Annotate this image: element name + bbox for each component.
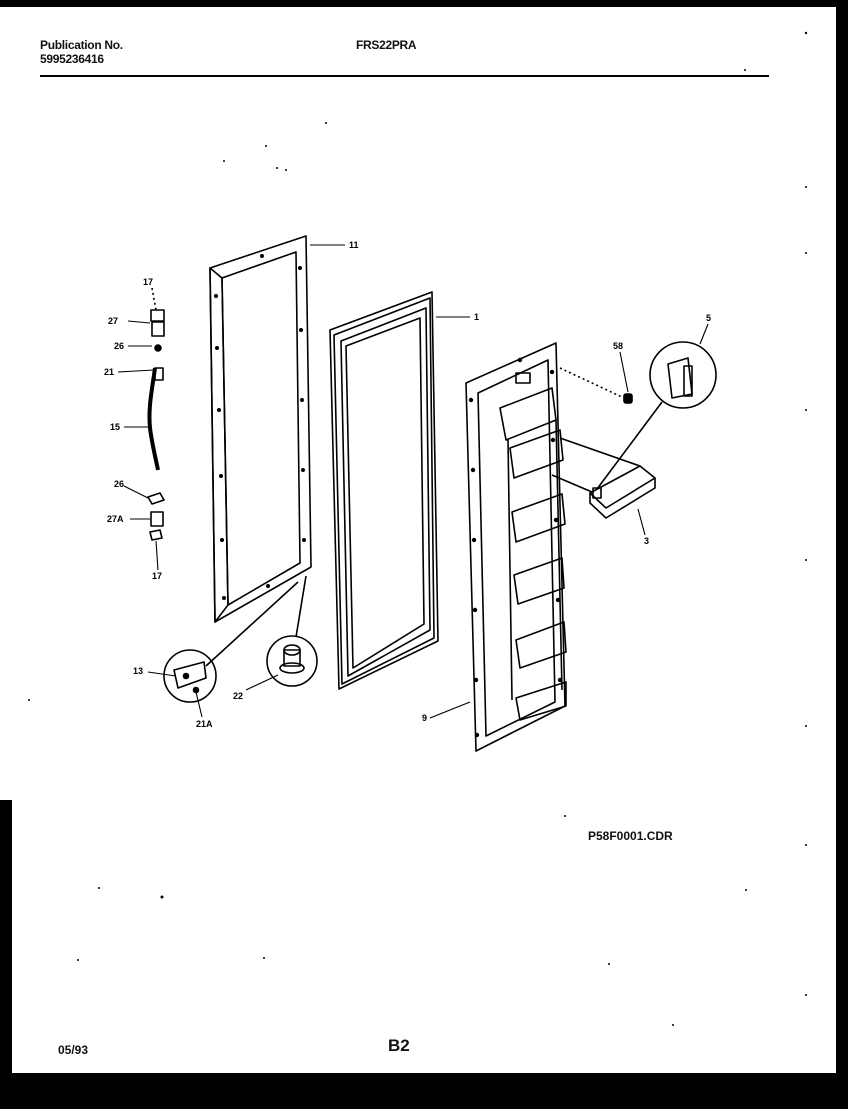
drawing-file-name: P58F0001.CDR <box>588 829 673 843</box>
callout-5: 5 <box>706 313 711 323</box>
callout-17-top: 17 <box>143 277 153 287</box>
callout-13: 13 <box>133 666 143 676</box>
bin-clip-detail <box>596 341 717 490</box>
callout-26: 26 <box>114 341 124 351</box>
door-liner-part <box>465 342 567 752</box>
callout-17-bottom: 17 <box>152 571 162 581</box>
door-frame-part <box>209 235 312 623</box>
bushing-detail <box>266 575 318 687</box>
callout-27: 27 <box>108 316 118 326</box>
scan-border-right <box>836 0 848 1109</box>
hinge-detail <box>163 581 299 703</box>
publication-label: Publication No. <box>40 38 123 52</box>
door-gasket-part <box>329 291 439 690</box>
callout-9: 9 <box>422 713 427 723</box>
callout-3: 3 <box>644 536 649 546</box>
model-number: FRS22PRA <box>356 38 417 52</box>
page-number: B2 <box>388 1036 410 1055</box>
footer-date: 05/93 <box>58 1043 89 1057</box>
callout-22: 22 <box>233 691 243 701</box>
callout-11: 11 <box>349 240 359 250</box>
callout-1: 1 <box>474 312 479 322</box>
scan-specks <box>28 31 808 1026</box>
callout-21: 21 <box>104 367 114 377</box>
callout-21a: 21A <box>196 719 213 729</box>
publication-number: 5995236416 <box>40 52 104 66</box>
scan-border-bottom <box>0 1073 848 1109</box>
header-rule <box>40 75 769 77</box>
callout-leaders <box>117 244 709 719</box>
door-bin-part <box>551 437 656 519</box>
callout-15: 15 <box>110 422 120 432</box>
callout-27a: 27A <box>107 514 124 524</box>
handle-assembly <box>147 287 165 541</box>
screw-part <box>559 367 633 404</box>
callout-26-lower: 26 <box>114 479 124 489</box>
scan-border-top <box>0 0 848 7</box>
scan-border-left <box>0 800 12 1109</box>
callout-58: 58 <box>613 341 623 351</box>
